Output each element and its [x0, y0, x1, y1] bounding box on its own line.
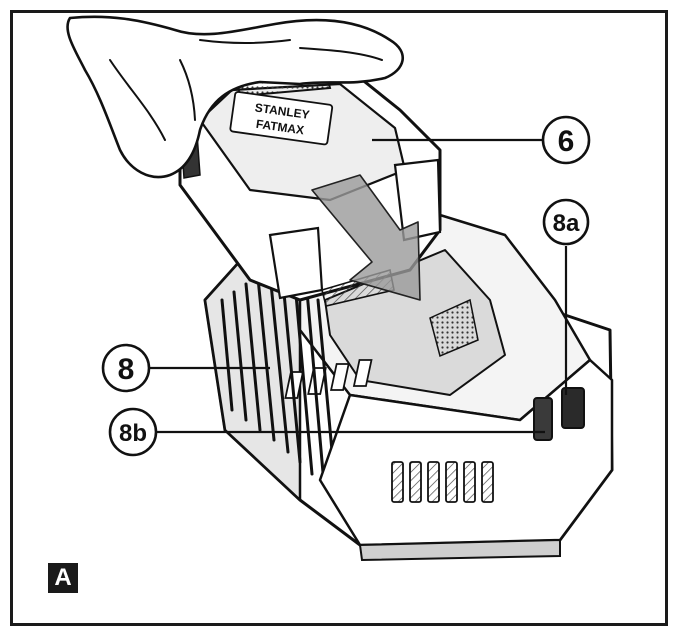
brand-line-2: FATMAX [255, 117, 305, 138]
charger-guide-rail [429, 298, 479, 358]
charger-indicator-lights [533, 387, 585, 441]
charger-side-vents [220, 270, 338, 496]
callout-leaders [150, 138, 568, 434]
hand-illustration [66, 15, 404, 179]
callout-charger-label: 8 [118, 353, 135, 386]
hand-outline [66, 15, 404, 179]
callout-charger: 8 [101, 343, 151, 393]
callout-indicator-lower: 8b [108, 407, 158, 457]
callout-battery: 6 [541, 115, 591, 165]
battery-latch-right [393, 158, 442, 242]
charger-front-vents [391, 461, 494, 503]
callout-indicator-lower-label: 8b [119, 420, 147, 447]
callout-battery-label: 6 [558, 125, 575, 158]
hand-finger-lines [109, 39, 383, 141]
indicator-light-upper [561, 387, 585, 429]
callout-indicator-upper-label: 8a [553, 210, 580, 237]
battery-brand-plate: STANLEY FATMAX [229, 91, 334, 146]
figure-label-badge: A [48, 563, 78, 593]
insertion-arrow [311, 174, 421, 301]
indicator-light-lower [533, 397, 553, 441]
callout-indicator-upper: 8a [542, 198, 590, 246]
charger-foot [358, 538, 561, 562]
battery-latch-left [268, 226, 324, 300]
